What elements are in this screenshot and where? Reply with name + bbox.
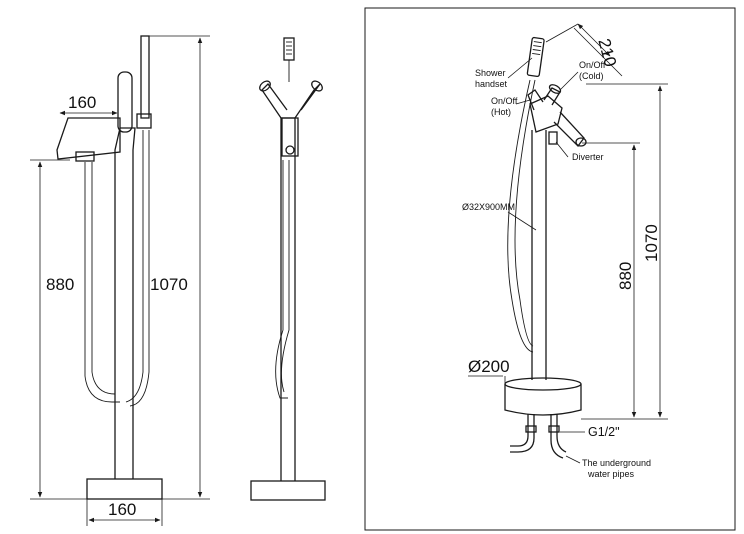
floor-base-plate — [86, 478, 163, 500]
left-pipe — [510, 414, 535, 453]
perspective-view-faucet: 210 1070 880 Ø200 — [468, 23, 668, 459]
handle-right — [294, 83, 321, 119]
label-diverter: Diverter — [572, 152, 604, 162]
front-hose — [275, 160, 288, 399]
riser-clamp — [136, 113, 152, 129]
perspective-column — [531, 130, 547, 380]
label-hot-1: On/Off — [491, 96, 518, 106]
dim-total-label: 1070 — [642, 224, 661, 262]
handle-left — [261, 83, 288, 119]
shower-riser — [140, 35, 150, 119]
main-column — [114, 127, 136, 479]
perspective-hose — [507, 79, 534, 353]
label-tube: Ø32X900MM — [462, 202, 515, 212]
shower-handset — [526, 36, 545, 78]
dim-spout-label: 880 — [616, 262, 635, 290]
label-cold-2: (Cold) — [579, 71, 604, 81]
mixer-body — [529, 95, 563, 133]
spout-outlet — [75, 151, 95, 162]
annotations: Shower handset On/Off (Cold) On/Off (Hot… — [462, 57, 651, 479]
label-hot-2: (Hot) — [491, 107, 511, 117]
side-view-faucet: 160 880 1070 160 — [30, 35, 210, 526]
shower-hose — [84, 162, 120, 403]
label-cold-1: On/Off — [579, 60, 606, 70]
dim-base-width-label: 160 — [108, 500, 136, 519]
dim-spout-width-label: 160 — [68, 93, 96, 112]
dim-total-height-label: 1070 — [150, 275, 188, 294]
dim-spout-height-label: 880 — [46, 275, 74, 294]
label-pipes-1: The underground — [582, 458, 651, 468]
right-pipe — [550, 414, 567, 459]
front-diverter — [281, 117, 299, 157]
dim-base-dia-label: Ø200 — [468, 357, 510, 376]
perspective-spout — [553, 111, 585, 147]
label-shower-2: handset — [475, 79, 508, 89]
base-top — [504, 377, 582, 391]
label-shower-1: Shower — [475, 68, 506, 78]
front-base-plate — [250, 480, 326, 501]
detail-frame — [364, 7, 736, 531]
top-handle — [117, 71, 133, 133]
label-thread: G1/2" — [588, 425, 620, 439]
label-pipes-2: water pipes — [587, 469, 635, 479]
base-body — [504, 384, 582, 416]
hot-handle — [527, 89, 544, 111]
front-view-faucet — [250, 37, 326, 501]
diverter-knob — [548, 131, 558, 145]
spout-arm — [56, 117, 121, 160]
front-handset — [283, 37, 295, 61]
cold-handle — [543, 87, 561, 106]
